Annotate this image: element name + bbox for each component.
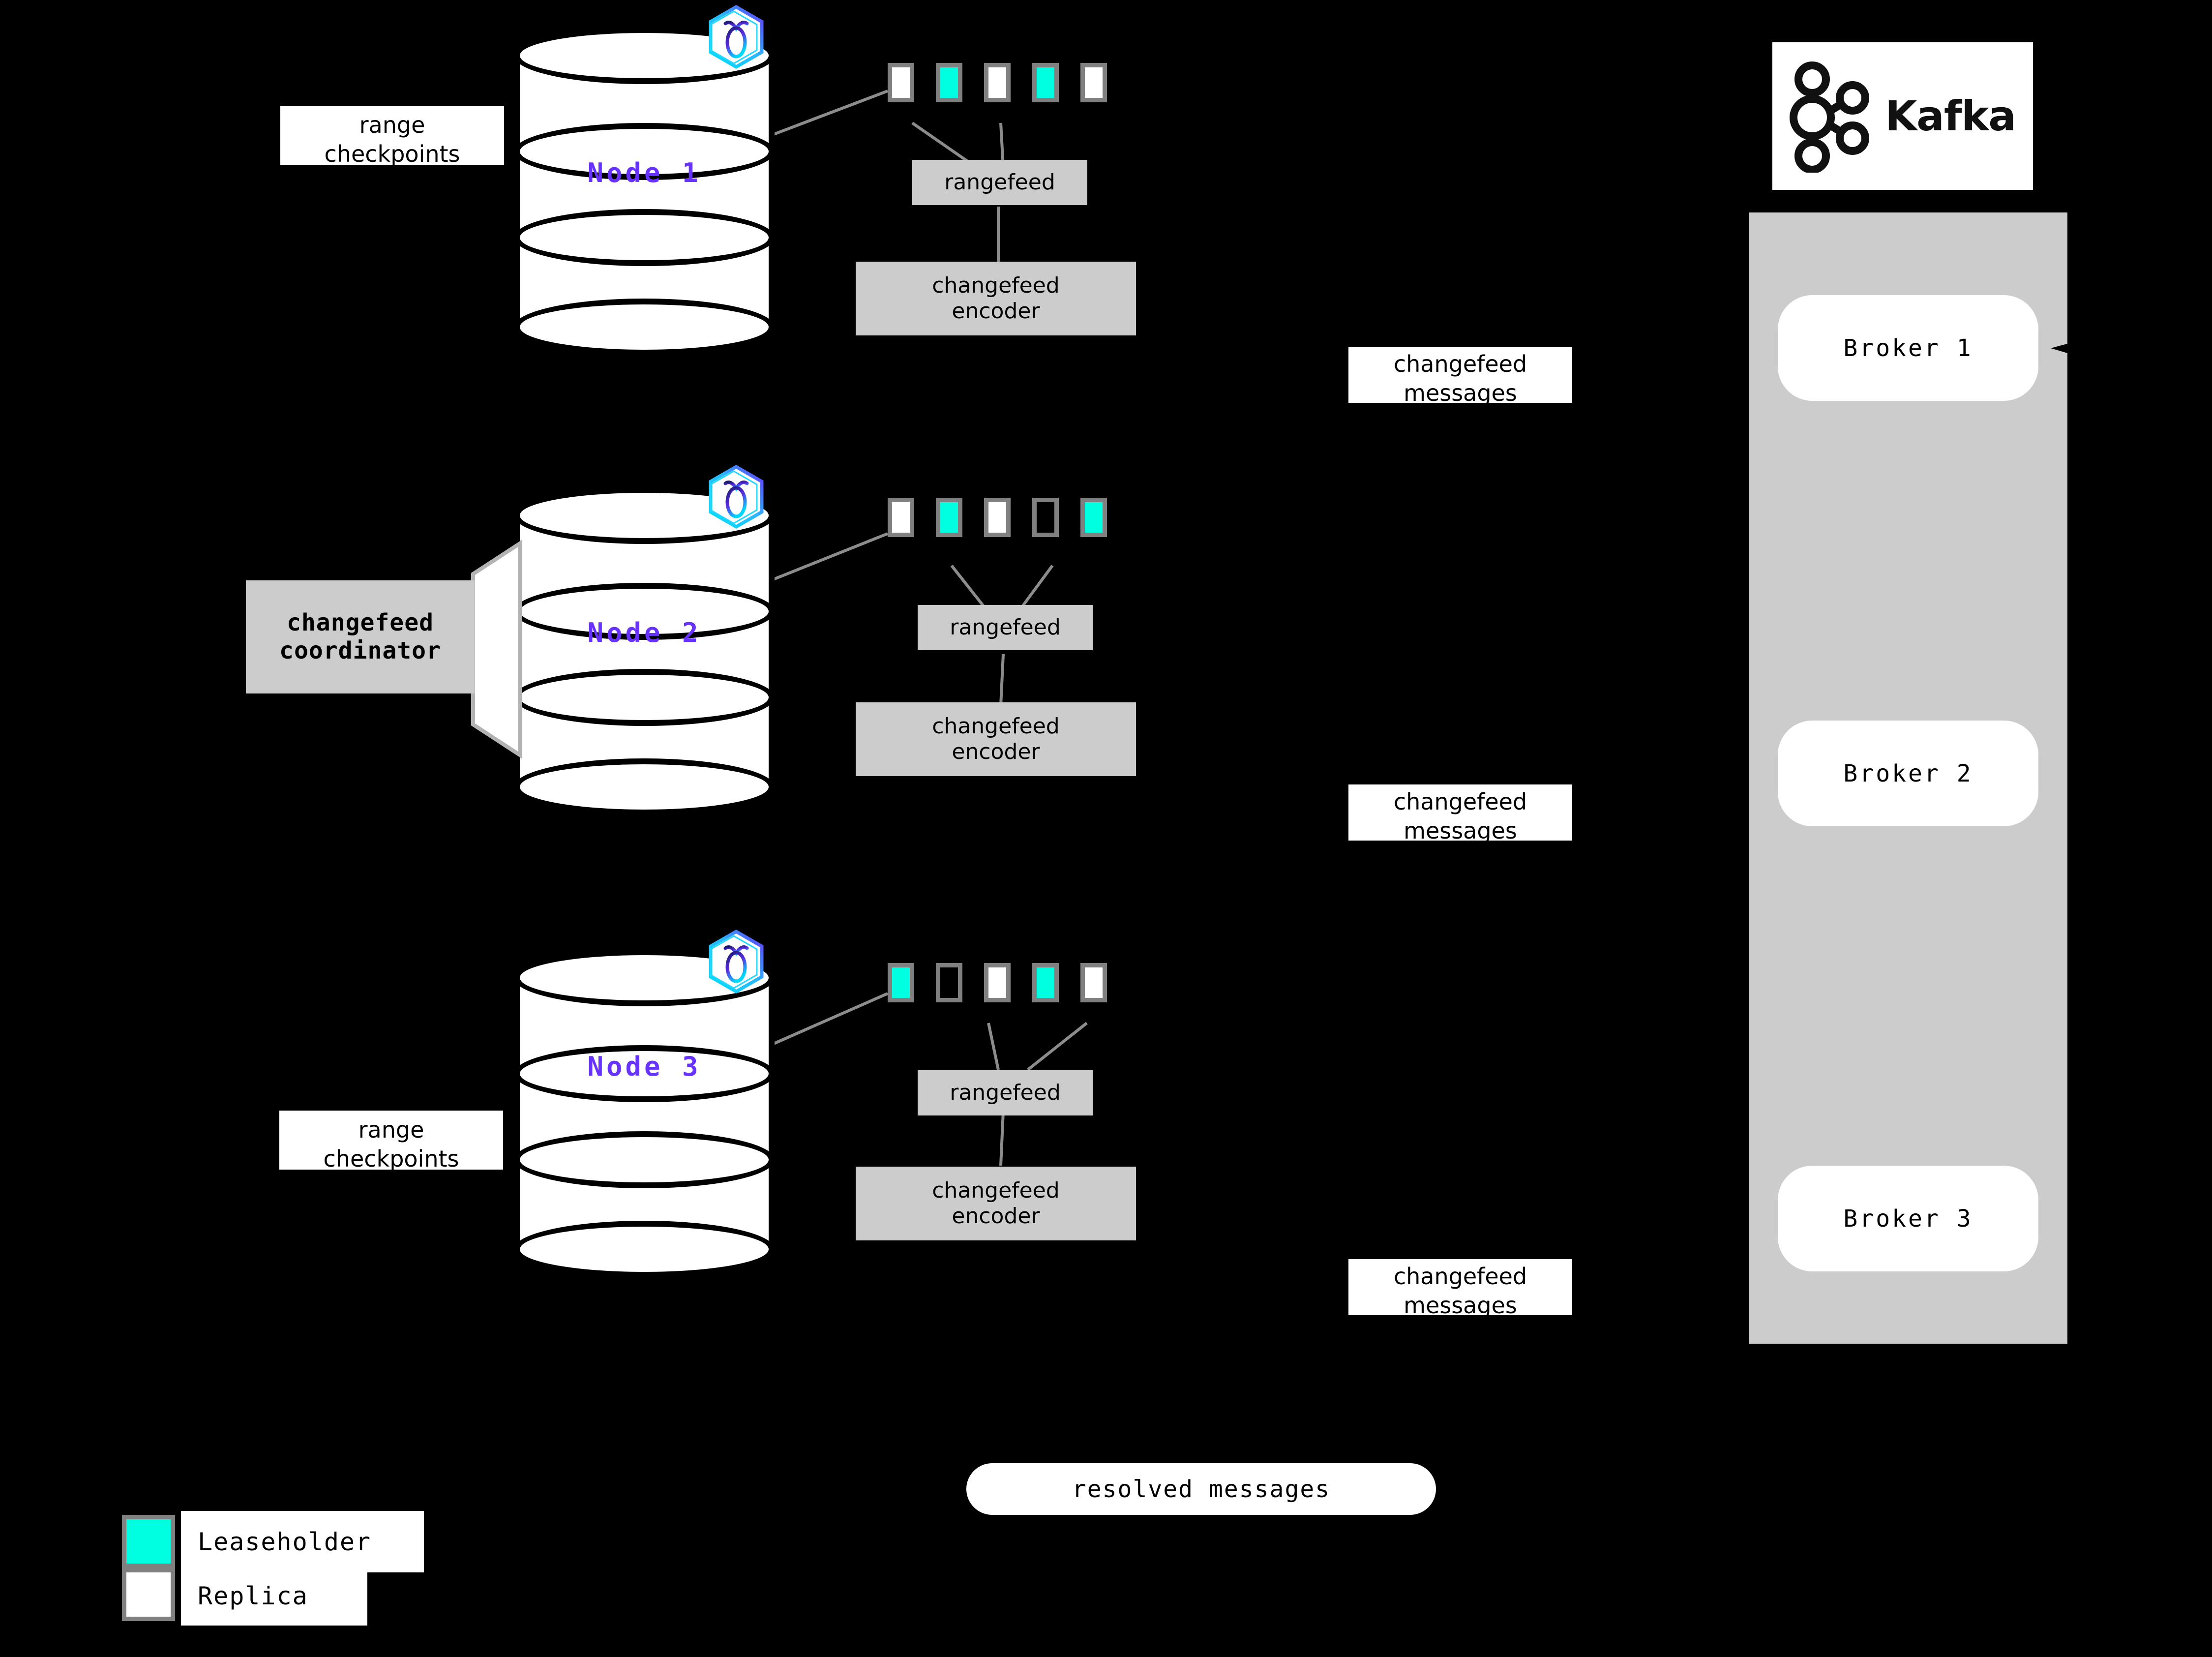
- changefeed-messages-label-1: changefeed messages: [1348, 347, 1572, 406]
- changefeed-encoder-box-node-3[interactable]: changefeed encoder: [856, 1167, 1136, 1240]
- changefeed-messages-label-2: changefeed messages: [1348, 784, 1572, 844]
- range-box[interactable]: [888, 498, 914, 537]
- range-box[interactable]: [888, 63, 914, 102]
- broker-1[interactable]: Broker 1: [1778, 295, 2038, 401]
- checkpoint-line-2: checkpoints: [323, 1145, 459, 1172]
- legend-swatch-replica: [122, 1568, 175, 1621]
- range-box[interactable]: [1080, 63, 1107, 102]
- checkpoint-line-2: checkpoints: [324, 140, 460, 167]
- range-box[interactable]: [1032, 498, 1059, 537]
- resolved-messages-label: resolved messages: [1072, 1475, 1331, 1503]
- legend-label-replica: Replica: [181, 1567, 367, 1626]
- kafka-wordmark: Kafka: [1885, 92, 2016, 140]
- checkpoint-line-1: range: [359, 112, 425, 138]
- changefeed-encoder-box-node-2[interactable]: changefeed encoder: [856, 702, 1136, 776]
- range-box[interactable]: [984, 63, 1011, 102]
- range-box[interactable]: [1080, 498, 1107, 537]
- rangefeed-box-node-1[interactable]: rangefeed: [912, 160, 1087, 205]
- cockroachdb-hexagon-icon: [707, 929, 766, 994]
- node-2-label: Node 2: [587, 617, 701, 648]
- range-box[interactable]: [936, 63, 962, 102]
- messages-line-2: messages: [1404, 379, 1517, 406]
- changefeed-encoder-box-node-1[interactable]: changefeed encoder: [856, 262, 1136, 335]
- encoder-line-1: changefeed: [932, 1178, 1060, 1204]
- coordinator-line-2: coordinator: [279, 637, 441, 664]
- range-box[interactable]: [1032, 963, 1059, 1002]
- rangefeed-box-node-3[interactable]: rangefeed: [918, 1070, 1093, 1115]
- broker-label: Broker 3: [1843, 1205, 1973, 1233]
- checkpoint-line-1: range: [358, 1116, 424, 1143]
- changefeed-messages-label-3: changefeed messages: [1348, 1259, 1572, 1319]
- range-box[interactable]: [984, 498, 1011, 537]
- legend-swatch-leaseholder: [122, 1515, 175, 1568]
- encoder-line-2: encoder: [952, 739, 1040, 764]
- broker-2[interactable]: Broker 2: [1778, 721, 2038, 826]
- kafka-nodes-icon: [1790, 61, 1870, 173]
- broker-label: Broker 1: [1843, 334, 1973, 362]
- resolved-messages-pill[interactable]: resolved messages: [966, 1463, 1436, 1515]
- rangefeed-box-node-2[interactable]: rangefeed: [918, 605, 1093, 650]
- node-1[interactable]: Node 1: [514, 27, 775, 356]
- cockroachdb-hexagon-icon: [707, 464, 766, 530]
- encoder-line-2: encoder: [952, 1204, 1040, 1229]
- encoder-line-1: changefeed: [932, 714, 1060, 739]
- messages-line-2: messages: [1404, 1292, 1517, 1319]
- changefeed-coordinator-box[interactable]: changefeed coordinator: [246, 580, 475, 693]
- range-box[interactable]: [936, 498, 962, 537]
- messages-line-2: messages: [1404, 817, 1517, 844]
- range-box[interactable]: [1080, 963, 1107, 1002]
- messages-line-1: changefeed: [1393, 788, 1527, 815]
- node-2[interactable]: Node 2: [514, 487, 775, 815]
- range-box[interactable]: [1032, 63, 1059, 102]
- encoder-line-1: changefeed: [932, 273, 1060, 299]
- messages-line-1: changefeed: [1393, 1263, 1527, 1290]
- range-box[interactable]: [888, 963, 914, 1002]
- broker-3[interactable]: Broker 3: [1778, 1166, 2038, 1271]
- node-1-label: Node 1: [587, 157, 701, 188]
- range-checkpoints-label-node-3: range checkpoints: [279, 1111, 503, 1172]
- range-box[interactable]: [936, 963, 962, 1002]
- kafka-inbound-arrow-icon: [2051, 342, 2074, 355]
- coordinator-line-1: changefeed: [287, 609, 434, 637]
- messages-line-1: changefeed: [1393, 351, 1527, 377]
- legend-label-leaseholder: Leaseholder: [181, 1511, 424, 1572]
- node-3-label: Node 3: [587, 1051, 701, 1082]
- cockroachdb-hexagon-icon: [707, 4, 766, 70]
- encoder-line-2: encoder: [952, 299, 1040, 324]
- broker-label: Broker 2: [1843, 759, 1973, 787]
- kafka-logo: Kafka: [1772, 42, 2033, 190]
- node-3[interactable]: Node 3: [514, 949, 775, 1278]
- changefeed-coordinator-banner: [468, 539, 532, 762]
- range-checkpoints-label-node-1: range checkpoints: [280, 106, 504, 167]
- range-box[interactable]: [984, 963, 1011, 1002]
